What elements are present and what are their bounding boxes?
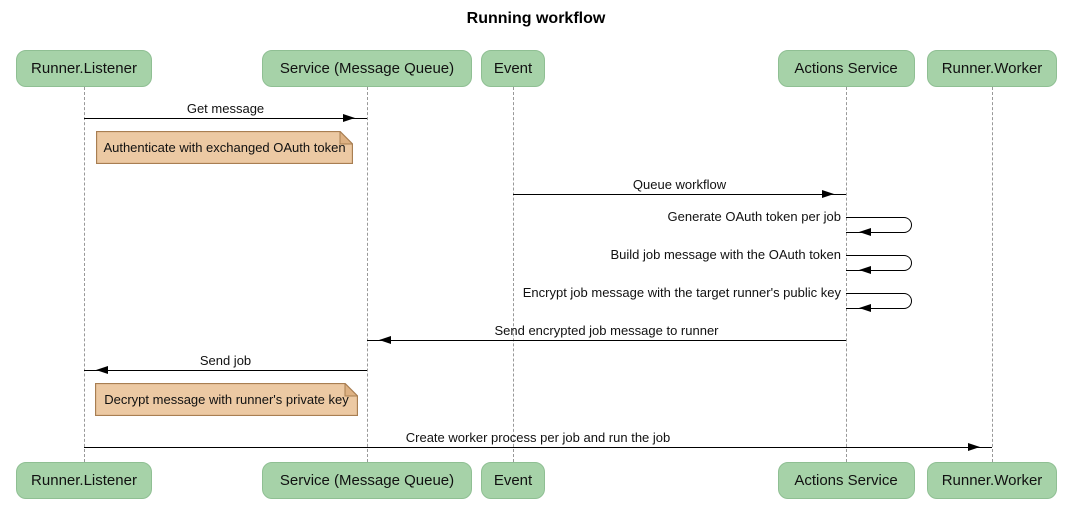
self-message-loop (846, 293, 912, 309)
lifeline-event (512, 87, 514, 462)
arrowhead (847, 304, 871, 312)
message-label: Build job message with the OAuth token (610, 247, 841, 262)
note: Decrypt message with runner's private ke… (95, 383, 358, 416)
arrowhead (822, 190, 846, 199)
lifeline-actions-service (845, 87, 847, 462)
message-label: Create worker process per job and run th… (405, 430, 671, 445)
actor-top-runner-listener: Runner.Listener (16, 50, 152, 87)
message-label: Send job (199, 353, 252, 368)
message-line (367, 340, 846, 342)
actor-bottom-runner-worker: Runner.Worker (927, 462, 1057, 499)
note-text: Authenticate with exchanged OAuth token (103, 140, 346, 155)
message-label: Send encrypted job message to runner (494, 323, 719, 338)
arrowhead (343, 114, 367, 123)
message-label: Get message (186, 101, 265, 116)
note-text: Decrypt message with runner's private ke… (104, 392, 349, 407)
arrowhead (847, 228, 871, 236)
note-shape (95, 383, 358, 416)
arrowhead (367, 336, 391, 345)
actor-bottom-runner-listener: Runner.Listener (16, 462, 152, 499)
self-message-loop (846, 255, 912, 271)
arrowhead (968, 443, 992, 452)
actor-top-event: Event (481, 50, 545, 87)
message-label: Encrypt job message with the target runn… (522, 285, 841, 300)
lifeline-service-mq (366, 87, 368, 462)
arrowhead (847, 266, 871, 274)
message-line (84, 447, 992, 449)
actor-top-runner-worker: Runner.Worker (927, 50, 1057, 87)
actor-bottom-event: Event (481, 462, 545, 499)
actor-bottom-actions-service: Actions Service (777, 462, 915, 499)
message-line (513, 194, 846, 196)
note-shape (96, 131, 353, 164)
lifeline-runner-worker (991, 87, 993, 462)
self-message-loop (846, 217, 912, 233)
message-line (84, 370, 367, 372)
message-label: Queue workflow (632, 177, 727, 192)
actor-top-actions-service: Actions Service (777, 50, 915, 87)
lifeline-runner-listener (83, 87, 85, 462)
message-line (84, 118, 367, 120)
actor-top-service-mq: Service (Message Queue) (262, 50, 472, 87)
diagram-title: Running workflow (466, 10, 606, 27)
arrowhead (84, 366, 108, 375)
note: Authenticate with exchanged OAuth token (96, 131, 353, 164)
actor-bottom-service-mq: Service (Message Queue) (262, 462, 472, 499)
message-label: Generate OAuth token per job (667, 209, 841, 224)
